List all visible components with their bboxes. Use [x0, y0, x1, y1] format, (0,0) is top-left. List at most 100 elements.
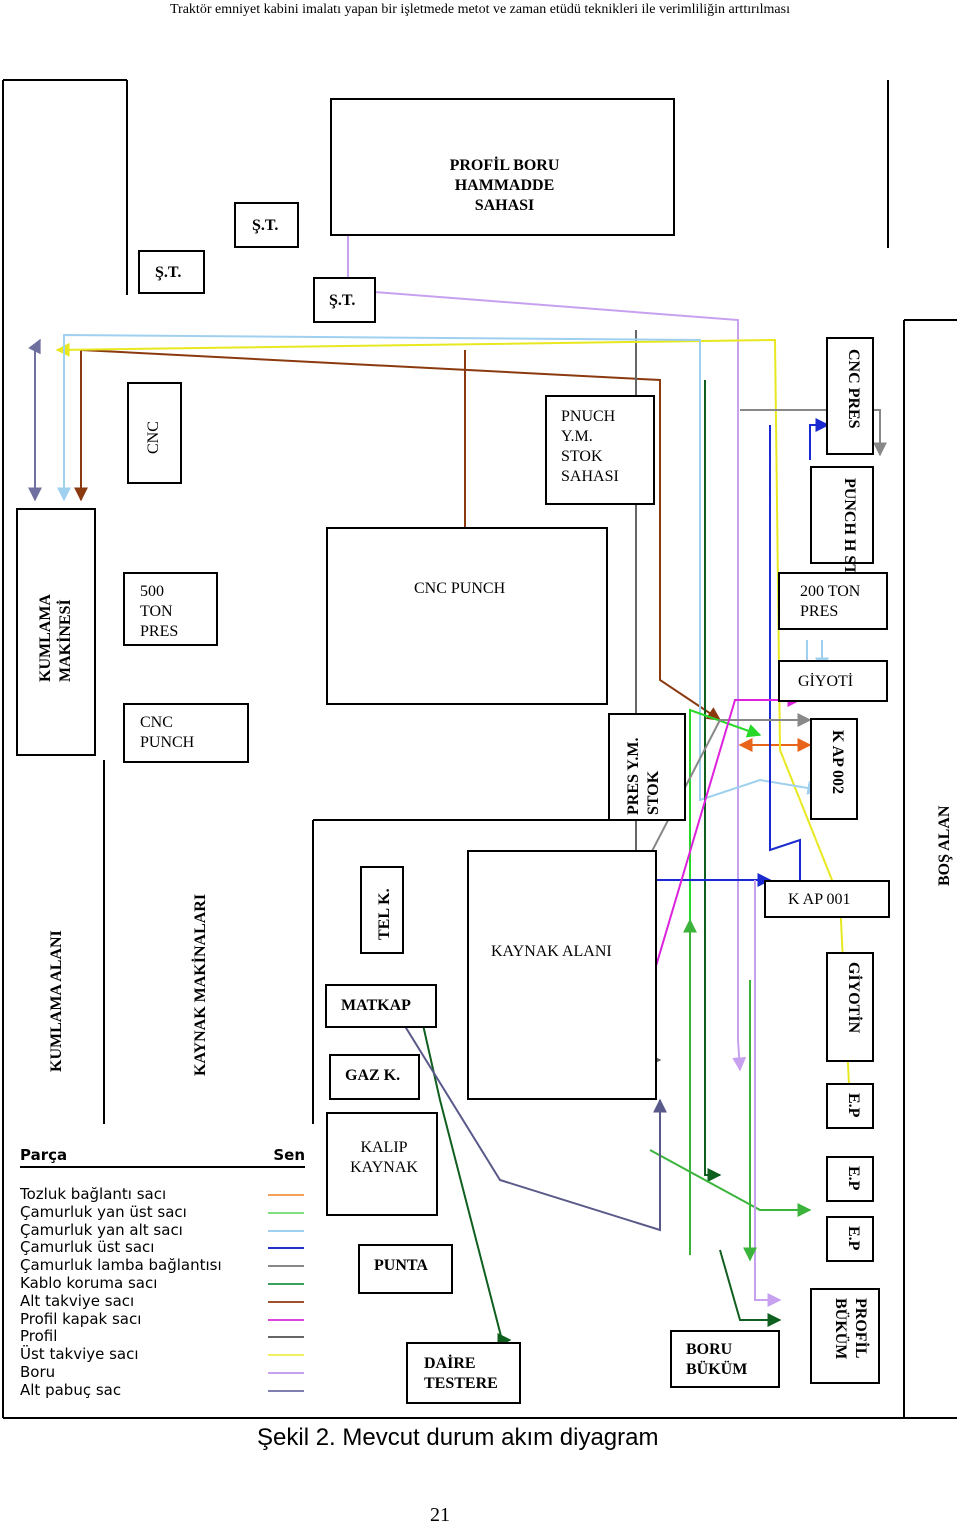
tel-k-box: TEL K.	[360, 866, 404, 954]
legend-item-swatch	[268, 1282, 304, 1285]
giyotin-2-box: GİYOTİN	[826, 952, 874, 1062]
legend-item-swatch	[268, 1211, 304, 1214]
legend-item-swatch	[268, 1389, 304, 1392]
boru-bukum-label: BORU BÜKÜM	[686, 1341, 748, 1378]
legend-item-swatch	[268, 1300, 304, 1303]
kaynak-makinalari-label: KAYNAK MAKİNALARI	[192, 893, 209, 1076]
st-box-2: Ş.T.	[138, 250, 205, 294]
pres-ym-stok-label: PRES Y.M. STOK	[625, 737, 662, 816]
flow-dark-boru	[719, 1249, 782, 1327]
punch-stok-box: PUNCH H STOK	[810, 466, 874, 600]
legend-item-swatch	[268, 1247, 304, 1250]
giyotin-2-label: GİYOTİN	[845, 962, 862, 1034]
giyotin-1-label: GİYOTİ	[798, 673, 854, 690]
pres-500-box: 500 TON PRES	[123, 572, 218, 646]
matkap-label: MATKAP	[341, 997, 411, 1014]
legend-item-label: Tozluk bağlantı sacı	[20, 1185, 167, 1203]
flow-navy-left	[394, 1008, 667, 1232]
kumlama-makinesi-box: KUMLAMA MAKİNESİ	[16, 508, 96, 756]
st-label-3: Ş.T.	[329, 292, 356, 309]
daire-testere-box: DAİRE TESTERE	[406, 1342, 521, 1404]
kap-001-box: K AP 001	[764, 880, 890, 918]
punta-label: PUNTA	[374, 1257, 428, 1274]
kalip-kaynak-box: KALIP KAYNAK	[326, 1112, 438, 1216]
daire-testere-label: DAİRE TESTERE	[424, 1355, 498, 1392]
flow-blue-dark	[648, 425, 801, 885]
legend-item: Çamurluk lamba bağlantısı	[20, 1256, 310, 1275]
flow-lilac-long	[754, 880, 782, 1307]
legend-item: Kablo koruma sacı	[20, 1273, 310, 1293]
cnc-punch-1-box: CNC PUNCH	[326, 527, 608, 705]
cnc-punch-1-label: CNC PUNCH	[414, 580, 506, 597]
cnc-punch-2-label: CNC PUNCH	[140, 714, 195, 751]
pres-200-label: 200 TON PRES	[800, 583, 861, 620]
flow-green-mid	[649, 1149, 812, 1217]
flow-purple-left	[28, 338, 42, 502]
page-header: Traktör emniyet kabini imalatı yapan bir…	[170, 2, 790, 17]
matkap-box: MATKAP	[325, 984, 437, 1028]
legend-item-swatch	[268, 1194, 304, 1196]
st-label-1: Ş.T.	[252, 217, 279, 234]
legend-item: Tozluk bağlantı sacı	[20, 1185, 310, 1204]
flow-blue-dark-2	[809, 418, 830, 460]
legend-item-label: Profil kapak sacı	[20, 1309, 142, 1328]
profil-boru-hammadde-label: PROFİL BORU HAMMADDE SAHASI	[449, 157, 560, 214]
legend-item: Çamurluk yan alt sacı	[20, 1220, 310, 1240]
st-label-2: Ş.T.	[155, 264, 182, 281]
legend-item-label: Çamurluk üst sacı	[20, 1238, 155, 1257]
legend-header: Parça Sen	[20, 1146, 305, 1168]
legend-item: Profil kapak sacı	[20, 1309, 310, 1329]
legend-item: Alt takviye sacı	[20, 1291, 310, 1311]
figure-caption: Şekil 2. Mevcut durum akım diyagram	[257, 1424, 659, 1451]
tel-k-label: TEL K.	[376, 888, 393, 940]
cnc-label: CNC	[145, 421, 162, 454]
kap-002-label: K AP 002	[829, 730, 846, 795]
ep-box-3: E.P	[826, 1216, 874, 1262]
legend-item-swatch	[268, 1336, 304, 1339]
ep-box-2: E.P	[826, 1156, 874, 1202]
legend-item: Üst takviye sacı	[20, 1345, 310, 1364]
legend-item-label: Çamurluk lamba bağlantısı	[20, 1256, 222, 1275]
legend-item-label: Alt takviye sacı	[20, 1291, 135, 1310]
legend-item: Çamurluk yan üst sacı	[20, 1203, 310, 1222]
legend-part-header: Parça	[20, 1146, 68, 1164]
profil-bukum-label: PROFİL BÜKÜM	[832, 1298, 869, 1360]
gaz-k-label: GAZ K.	[345, 1067, 401, 1084]
legend-symbol-header: Sen	[273, 1146, 305, 1164]
legend-item: Çamurluk üst sacı	[20, 1238, 310, 1257]
legend-item-label: Boru	[20, 1362, 56, 1381]
cnc-box: CNC	[127, 382, 182, 484]
ep-label-2: E.P	[845, 1166, 862, 1191]
pres-500-label: 500 TON PRES	[140, 583, 179, 640]
legend-item-swatch	[268, 1229, 304, 1232]
profil-boru-hammadde-box: PROFİL BORU HAMMADDE SAHASI	[330, 98, 675, 236]
kap-001-label: K AP 001	[788, 891, 851, 908]
legend-item-label: Profil	[20, 1327, 58, 1346]
legend-item-swatch	[268, 1354, 304, 1357]
legend-item-label: Kablo koruma sacı	[20, 1273, 158, 1292]
pres-ym-stok-box: PRES Y.M. STOK	[608, 713, 686, 821]
flow-gray-top	[740, 409, 887, 457]
flow-green-dark	[704, 380, 722, 1182]
kaynak-alani-label: KAYNAK ALANI	[491, 943, 612, 960]
cnc-punch-2-box: CNC PUNCH	[123, 703, 249, 763]
kaynak-alani-box: KAYNAK ALANI	[467, 850, 657, 1100]
gaz-k-box: GAZ K.	[329, 1054, 420, 1100]
legend-item-label: Alt pabuç sac	[20, 1380, 122, 1399]
legend-item-label: Çamurluk yan alt sacı	[20, 1220, 183, 1239]
kumlama-alani-label: KUMLAMA ALANI	[48, 930, 65, 1072]
kalip-kaynak-label: KALIP KAYNAK	[350, 1139, 418, 1176]
legend-item-swatch	[268, 1371, 304, 1374]
st-box-1: Ş.T.	[234, 202, 299, 248]
bos-alan-label: BOŞ ALAN	[936, 805, 953, 886]
ep-label-3: E.P	[845, 1226, 862, 1251]
pres-200-box: 200 TON PRES	[778, 572, 888, 630]
page-number: 21	[430, 1504, 450, 1526]
kap-002-box: K AP 002	[810, 718, 858, 820]
cnc-pres-label: CNC PRES	[845, 349, 862, 429]
punta-box: PUNTA	[358, 1244, 453, 1294]
legend-item-swatch	[268, 1265, 304, 1268]
legend-item: Profil	[20, 1327, 310, 1346]
